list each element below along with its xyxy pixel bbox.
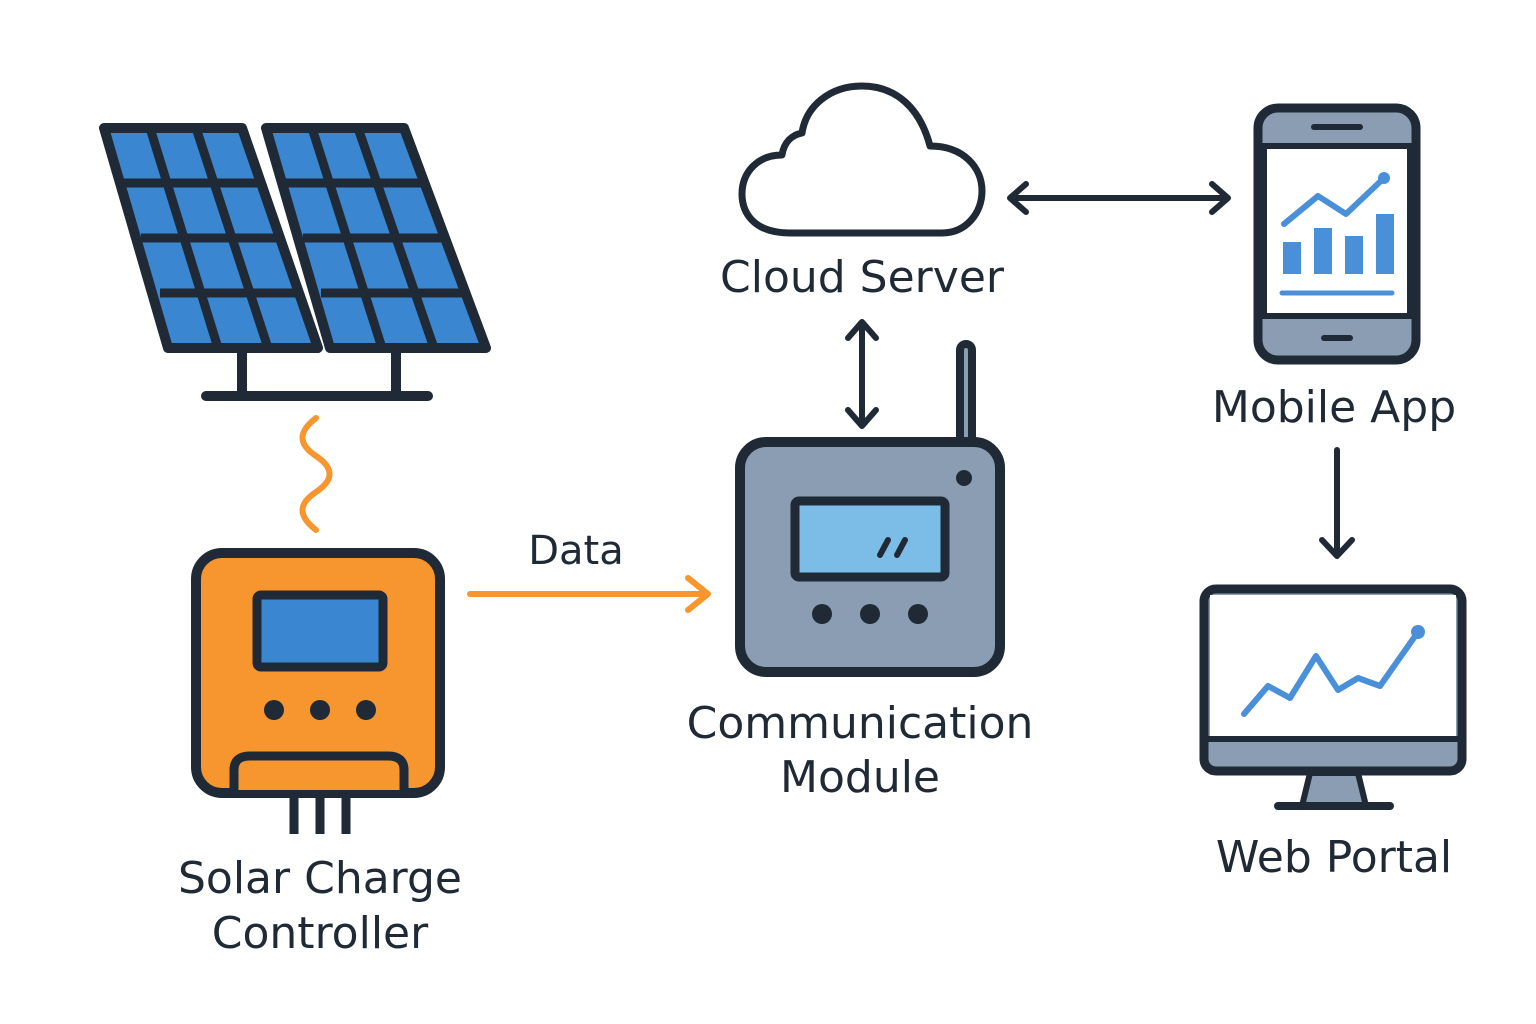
- phone-chart-graphic: [1279, 172, 1395, 296]
- solar-panel-icon: [99, 123, 491, 401]
- charge-controller-icon: [191, 548, 445, 834]
- data-arrow: [467, 575, 711, 613]
- charge-controller-label-line1: Solar Charge: [178, 853, 462, 904]
- cloud-icon: [738, 82, 986, 237]
- solar-panel-right: [261, 123, 491, 353]
- charge-controller-label-line2: Controller: [212, 908, 429, 959]
- mobile-web-arrow: [1319, 447, 1355, 559]
- power-wave-connector: [299, 415, 333, 533]
- module-cloud-double-arrow: [845, 319, 879, 429]
- solar-panel-left: [99, 123, 323, 353]
- web-portal-label: Web Portal: [1216, 832, 1452, 883]
- monitor-icon: [1199, 584, 1467, 810]
- portal-chart-graphic: [1241, 625, 1425, 717]
- communication-module-icon: [735, 340, 1005, 677]
- cloud-server-label: Cloud Server: [720, 252, 1005, 303]
- communication-module-label-line2: Module: [780, 752, 940, 803]
- cloud-mobile-double-arrow: [1007, 181, 1231, 215]
- data-arrow-label: Data: [528, 528, 624, 574]
- communication-module-label-line1: Communication: [687, 698, 1034, 749]
- mobile-app-label: Mobile App: [1212, 382, 1456, 433]
- smartphone-icon: [1253, 103, 1421, 365]
